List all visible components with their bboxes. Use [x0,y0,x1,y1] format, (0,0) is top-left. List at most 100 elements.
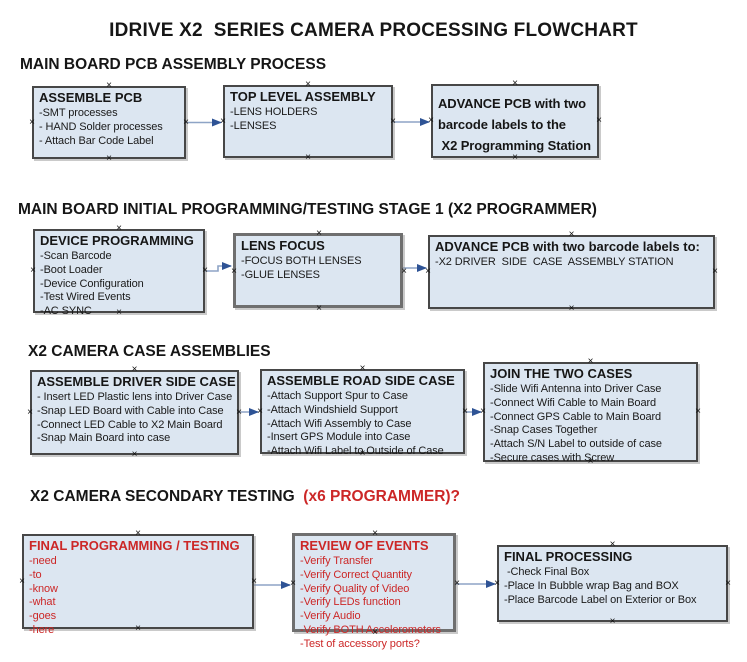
box-item: -here [29,623,55,636]
box-item: -Connect LED Cable to X2 Main Board [37,418,223,431]
section-heading-text: MAIN BOARD INITIAL PROGRAMMING/TESTING S… [18,201,597,218]
box-item: -Verify Quality of Video [300,582,410,595]
connection-x-icon: × [30,265,36,276]
box-item: -Attach Support Spur to Case [267,390,408,402]
section-heading-text: X2 CAMERA CASE ASSEMBLIES [28,343,271,360]
box-item: -Snap Cases Together [490,424,598,437]
box-item: -Scan Barcode [40,250,112,262]
connection-x-icon: × [316,303,322,314]
flow-box-join-the-two-cases[interactable]: JOIN THE TWO CASES -Slide Wifi Antenna in… [480,357,701,467]
box-item: -LENS HOLDERS [230,106,318,118]
flow-box-advance-pcb-with-two-barcode-labels-to[interactable]: ADVANCE PCB with two barcode labels to: -… [425,230,718,314]
connection-x-icon: × [462,405,468,417]
box-item: -know [29,582,58,595]
connection-x-icon: × [202,265,208,276]
box-item: -Verify Transfer [300,555,373,567]
connection-x-icon: × [251,575,257,587]
connection-x-icon: × [454,577,460,589]
connection-x-icon: × [29,116,35,128]
box-item: -AC SYNC [40,305,92,318]
flow-box-review-of-events[interactable]: REVIEW OF EVENTS-Verify Transfer-Verify … [290,529,460,650]
connection-x-icon: × [19,575,25,587]
flow-box-lens-focus[interactable]: LENS FOCUS -FOCUS BOTH LENSES-GLUE LENSES… [231,229,407,314]
box-item: barcode labels to the [438,117,566,132]
section-heading-text: X2 CAMERA SECONDARY TESTING [30,488,304,505]
connection-x-icon: × [425,266,431,277]
flow-arrow [205,262,232,272]
connection-x-icon: × [401,265,407,277]
box-title: JOIN THE TWO CASES [490,366,633,381]
connection-x-icon: × [131,449,138,460]
box-item: -Insert GPS Module into Case [267,431,411,444]
box-title: FINAL PROCESSING [504,549,633,564]
box-item: -Attach Windshield Support [267,403,398,416]
connection-x-icon: × [106,153,112,164]
box-item: -Check Final Box [504,566,590,578]
connection-x-icon: × [725,577,731,589]
box-item: ADVANCE PCB with two [438,96,586,111]
connection-x-icon: × [596,115,602,126]
connection-x-icon: × [220,115,226,127]
box-item: -Test of accessory ports? [300,637,420,650]
connection-x-icon: × [27,406,33,418]
connection-x-icon: × [390,115,396,127]
box-item: -GLUE LENSES [241,268,320,281]
box-item: - Insert LED Plastic lens into Driver Ca… [37,391,233,403]
flow-box-assemble-road-side-case[interactable]: ASSEMBLE ROAD SIDE CASE-Attach Support S… [257,364,468,459]
connection-x-icon: × [695,406,701,417]
box-item: -Verify BOTH Accelerometers [300,623,441,636]
flow-box-device-programming[interactable]: DEVICE PROGRAMMING-Scan Barcode-Boot Loa… [30,224,208,318]
box-item: -goes [29,610,57,623]
box-item: -Connect GPS Cable to Main Board [490,410,662,423]
flow-box-final-processing[interactable]: FINAL PROCESSING -Check Final Box-Place … [494,540,731,627]
box-item: -Slide Wifi Antenna into Driver Case [490,383,662,395]
box-item: -Place Barcode Label on Exterior or Box [504,593,697,606]
section-heading-text: MAIN BOARD PCB ASSEMBLY PROCESS [20,56,327,73]
section-heading-x2-camera-secondary-testing: X2 CAMERA SECONDARY TESTING (x6 PROGRAMM… [30,488,460,505]
flow-box-final-programming-testing[interactable]: FINAL PROGRAMMING / TESTING -need-to-know… [19,529,257,636]
box-item: -what [29,596,56,609]
flow-box-top-level-assembly[interactable]: TOP LEVEL ASSEMBLY-LENS HOLDERS-LENSES××… [220,80,396,163]
page-title: IDRIVE X2 SERIES CAMERA PROCESSING FLOWC… [109,20,638,41]
box-item: -Verify Correct Quantity [300,568,412,581]
box-item: -need [29,555,57,567]
connection-x-icon: × [290,577,296,589]
connection-x-icon: × [305,152,311,163]
box-item: X2 Programming Station [438,138,592,153]
box-item: -Snap Main Board into case [37,432,171,445]
connection-x-icon: × [712,266,718,277]
box-item: -Attach Wifi Label to Outside of Case [267,445,444,458]
flow-box-assemble-pcb[interactable]: ASSEMBLE PCB-SMT processes- HAND Solder … [29,81,189,164]
section-heading-main-board-initial-programming-testing-stage-1-x2-programmer: MAIN BOARD INITIAL PROGRAMMING/TESTING S… [18,201,597,218]
box-title: REVIEW OF EVENTS [300,538,429,553]
section-heading-x2-camera-case-assemblies: X2 CAMERA CASE ASSEMBLIES [28,343,271,360]
box-item: -Attach S/N Label to outside of case [490,438,662,451]
box-item: -Place In Bubble wrap Bag and BOX [504,579,679,592]
box-item: -FOCUS BOTH LENSES [241,255,362,267]
box-title: ASSEMBLE DRIVER SIDE CASE [37,374,236,389]
box-item: -Snap LED Board with Cable into Case [37,404,224,417]
section-heading-red-text: (x6 PROGRAMMER)? [303,488,461,505]
box-item: -Boot Loader [40,263,103,276]
connection-x-icon: × [231,265,237,277]
box-title: ASSEMBLE PCB [39,90,143,105]
box-title: TOP LEVEL ASSEMBLY [230,89,376,104]
connection-x-icon: × [494,577,500,589]
box-item: -Test Wired Events [40,291,131,304]
connection-x-icon: × [236,406,242,418]
box-title: FINAL PROGRAMMING / TESTING [29,538,240,553]
box-item: -X2 DRIVER SIDE CASE ASSEMBLY STATION [435,256,674,268]
box-title: ADVANCE PCB with two barcode labels to: [435,239,700,254]
box-item: -Device Configuration [40,277,144,290]
box-item: -to [29,568,42,581]
connection-x-icon: × [568,303,575,314]
box-item: - Attach Bar Code Label [39,134,154,147]
box-title: LENS FOCUS [241,238,325,253]
connection-x-icon: × [257,405,263,417]
flow-box-assemble-driver-side-case[interactable]: ASSEMBLE DRIVER SIDE CASE - Insert LED Pl… [27,365,242,460]
section-heading-main-board-pcb-assembly-process: MAIN BOARD PCB ASSEMBLY PROCESS [20,56,326,73]
box-item: -Secure cases with Screw [490,451,615,464]
flow-box-advance-pcb-with-two[interactable]: ADVANCE PCB with two barcode labels to th… [428,79,602,163]
box-item: -Attach Wifi Assembly to Case [267,417,412,430]
